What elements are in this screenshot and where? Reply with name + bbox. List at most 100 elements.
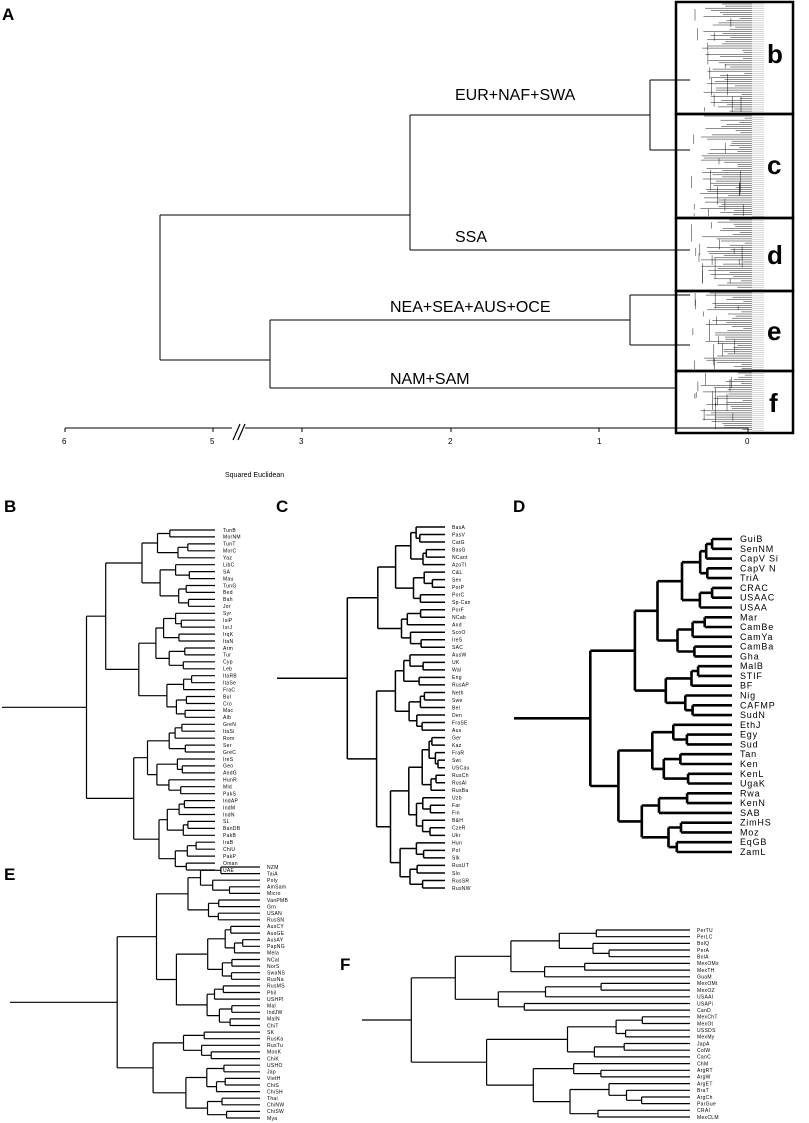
leaf-label: CamBa <box>740 642 774 652</box>
leaf-label: AusGE <box>267 931 285 937</box>
leaf-label: PorP <box>452 585 465 591</box>
leaf-label: Mela <box>267 951 279 957</box>
leaf-label: Fin <box>452 811 460 817</box>
leaf-label: RusMS <box>267 984 285 990</box>
leaf-label: MexOt <box>697 1021 714 1027</box>
leaf-label: Tan <box>740 749 757 759</box>
panel-a-label: A <box>2 5 14 24</box>
leaf-label: TriA <box>740 573 759 583</box>
axis-break <box>232 423 246 441</box>
treeE-branches <box>10 866 260 1119</box>
leaf-label: Phil <box>267 990 277 996</box>
leaf-label: CamYa <box>740 632 773 642</box>
leaf-label: USSDS <box>697 1028 716 1034</box>
leaf-label: NCant <box>452 555 468 561</box>
leaf-label: Slo <box>452 871 460 877</box>
treeF-branches <box>362 929 690 1118</box>
leaf-label: UgaK <box>740 779 766 789</box>
leaf-label: VietH <box>267 1076 281 1082</box>
leaf-label: SAC <box>452 645 463 651</box>
leaf-label: SAB <box>740 808 760 818</box>
leaf-label: SL <box>223 819 230 825</box>
leaf-label: VanPMB <box>267 898 289 904</box>
leaf-label: IndN <box>223 812 235 818</box>
leaf-label: RusSR <box>452 878 469 884</box>
leaf-label: Cro <box>223 701 232 707</box>
leaf-label: Ken <box>740 759 758 769</box>
leaf-label: ChiK <box>267 1056 279 1062</box>
leaf-label: IndAP <box>223 798 238 804</box>
leaf-label: SwaNS <box>267 971 286 977</box>
leaf-label: MexChT <box>697 1015 718 1021</box>
leaf-label: PorC <box>452 593 465 599</box>
leaf-label: PakP <box>223 854 237 860</box>
leaf-label: And <box>452 623 462 629</box>
leaf-label: ItaN <box>223 639 233 645</box>
leaf-label: ArgRT <box>697 1068 713 1074</box>
leaf-label: PerA <box>697 948 710 954</box>
leaf-label: NorS <box>267 964 280 970</box>
leaf-label: PakB <box>223 833 237 839</box>
leaf-label: Leb <box>223 667 232 673</box>
clade-label-ssa: SSA <box>455 229 487 246</box>
dense-leaf-region <box>691 3 764 431</box>
leaf-label: B&H <box>452 818 463 824</box>
leaf-label: FraC <box>223 687 235 693</box>
axis-line <box>64 427 749 432</box>
leaf-label: CRAC <box>740 583 769 593</box>
leaf-label: Far <box>452 803 460 809</box>
leaf-label: Ukr <box>452 833 461 839</box>
clade-label-eur-naf-swa: EUR+NAF+SWA <box>455 87 576 104</box>
leaf-label: CamBe <box>740 622 774 632</box>
treeD-branches <box>514 537 732 854</box>
leaf-label: TaiA <box>267 871 278 877</box>
leaf-label: EqGB <box>740 837 767 847</box>
leaf-label: SenNM <box>740 544 774 554</box>
leaf-label: KenL <box>740 769 764 779</box>
leaf-label: Bah <box>223 597 233 603</box>
box-label-f: f <box>769 388 778 418</box>
leaf-label: Egy <box>740 730 758 740</box>
leaf-label: IraB <box>223 840 234 846</box>
leaf-label: RusTu <box>267 1043 283 1049</box>
leaf-label: CRAI <box>697 1108 710 1114</box>
leaf-label: PerTU <box>697 928 713 934</box>
box-label-e: e <box>767 316 781 346</box>
leaf-label: Hun <box>452 841 462 847</box>
leaf-label: RusNa <box>267 977 284 983</box>
leaf-label: Moz <box>740 827 759 837</box>
leaf-label: USAPi <box>697 1001 713 1007</box>
leaf-label: ZimHS <box>740 818 772 828</box>
axis-tick-3: 3 <box>299 437 304 446</box>
box-f <box>674 369 795 435</box>
leaf-label: AusW <box>452 653 467 659</box>
leaf-label: USAA <box>740 603 768 613</box>
leaf-label: Aus <box>452 728 462 734</box>
leaf-label: ChiNW <box>267 1103 284 1109</box>
leaf-label: Mya <box>267 1116 277 1122</box>
leaf-label: Pol <box>452 848 460 854</box>
leaf-label: MexTH <box>697 968 715 974</box>
leaf-label: ItaSe <box>223 681 236 687</box>
clade-label-nam-sam: NAM+SAM <box>390 371 470 388</box>
leaf-label: Grn <box>267 904 276 910</box>
leaf-label: ChiSW <box>267 1109 284 1115</box>
leaf-label: MonK <box>267 1050 282 1056</box>
panel-b-label: B <box>4 497 16 516</box>
panel-f-dendrogram: PerTUPerLCBolQPerABolAMexOMxMexTHGuaMMex… <box>362 928 719 1121</box>
leaf-label: GuiB <box>740 534 763 544</box>
leaf-label: MalN <box>267 1017 280 1023</box>
leaf-label: ChiU <box>223 847 235 853</box>
leaf-label: USHPI <box>267 997 284 1003</box>
leaf-label: RusKa <box>267 1037 284 1043</box>
panel-e-dendrogram: NZMTaiAPolyAmSamMicroVanPMBGrnUSANRusSNA… <box>10 865 289 1122</box>
leaf-label: Sev <box>452 577 462 583</box>
leaf-label: PerLC <box>697 935 713 941</box>
leaf-label: Mld <box>223 785 232 791</box>
leaf-label: CzeR <box>452 826 466 832</box>
leaf-label: Swe <box>452 698 463 704</box>
leaf-label: PasV <box>452 532 466 538</box>
leaf-label: Eng <box>452 675 462 681</box>
leaf-label: CanD <box>697 1008 711 1014</box>
